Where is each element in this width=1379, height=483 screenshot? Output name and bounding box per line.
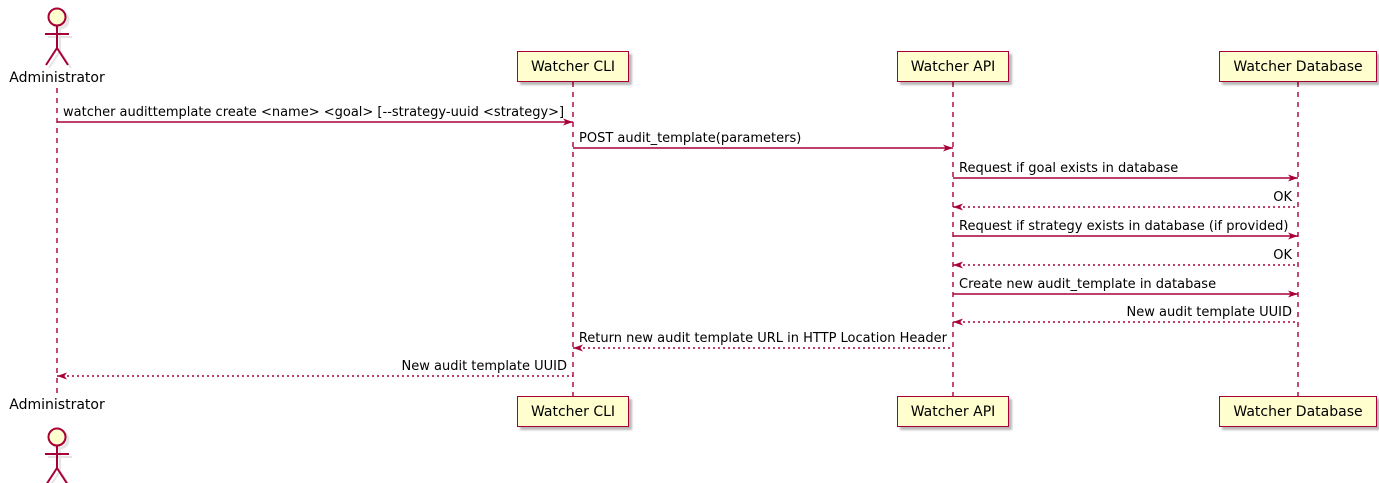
actor-figure (45, 7, 72, 69)
message-label-7: Create new audit_template in database (959, 277, 1217, 292)
actor-label-administrator-bottom: Administrator (9, 397, 105, 413)
participant-label: Watcher CLI (530, 58, 616, 75)
participant-label: Watcher API (910, 58, 996, 75)
message-label-1: watcher audittemplate create <name> <goa… (63, 105, 565, 120)
participant-label: Watcher Database (1233, 403, 1363, 420)
participant-label: Watcher API (910, 403, 996, 420)
message-label-3: Request if goal exists in database (959, 161, 1179, 176)
actor-label-administrator-top: Administrator (9, 70, 105, 86)
actor-figure (45, 427, 72, 483)
participant-box-watcher-api-top: Watcher API (896, 51, 1010, 82)
participant-box-watcher-api-bottom: Watcher API (896, 396, 1010, 427)
message-label-4: OK (1273, 190, 1292, 205)
participant-box-watcher-database-top: Watcher Database (1219, 51, 1377, 82)
participant-label: Watcher Database (1233, 58, 1363, 75)
participant-box-watcher-cli-top: Watcher CLI (516, 51, 630, 82)
message-label-5: Request if strategy exists in database (… (959, 219, 1289, 234)
message-label-10: New audit template UUID (401, 359, 567, 374)
message-label-2: POST audit_template(parameters) (579, 131, 802, 146)
participant-box-watcher-database-bottom: Watcher Database (1219, 396, 1377, 427)
message-label-6: OK (1273, 248, 1292, 263)
participant-label: Watcher CLI (530, 403, 616, 420)
participant-box-watcher-cli-bottom: Watcher CLI (516, 396, 630, 427)
message-label-8: New audit template UUID (1126, 305, 1292, 320)
message-label-9: Return new audit template URL in HTTP Lo… (578, 331, 947, 346)
